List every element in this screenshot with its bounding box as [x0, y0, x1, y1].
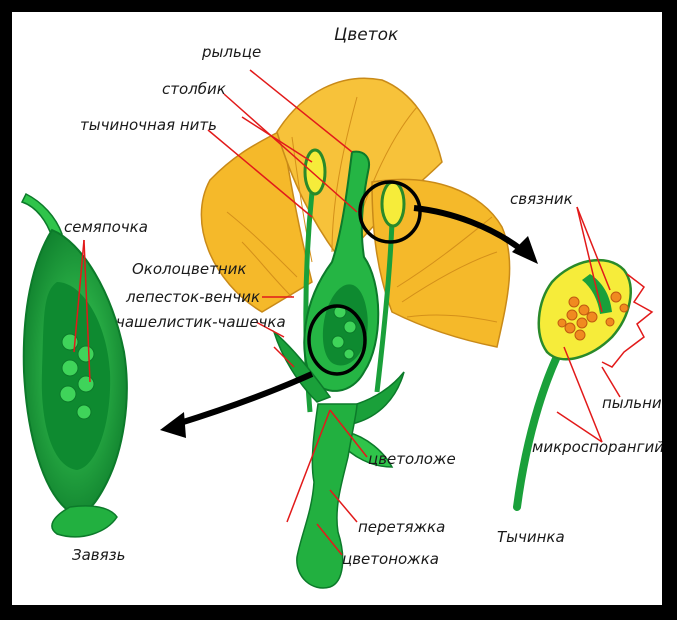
stamen-detail	[517, 260, 652, 507]
label-anther: пыльник	[602, 394, 662, 412]
label-microsporangium: микроспорангий	[532, 438, 662, 456]
label-flower: Цветок	[334, 25, 399, 45]
diagram-panel: Цветок рыльце столбик тычиночная нить се…	[12, 12, 662, 605]
label-ovary: Завязь	[72, 546, 126, 564]
label-sepal: чашелистик-чашечка	[116, 313, 286, 331]
label-filament: тычиночная нить	[80, 116, 217, 134]
stamen-detail-filament	[517, 337, 567, 507]
flower-diagram: Цветок рыльце столбик тычиночная нить се…	[12, 12, 662, 605]
ovary-detail-base	[52, 506, 117, 537]
label-perianth: Околоцветник	[132, 260, 246, 278]
arrow-to-ovary-head	[160, 412, 186, 438]
label-stigma: рыльце	[201, 43, 261, 61]
label-receptacle: цветоложе	[368, 450, 456, 468]
label-pedicel: цветоножка	[342, 550, 439, 568]
label-connective: связник	[510, 190, 573, 208]
arrow-to-stamen-head	[512, 236, 538, 264]
label-style: столбик	[162, 80, 226, 98]
anther-left	[305, 150, 325, 194]
ovary-detail	[22, 194, 127, 537]
anther-right	[382, 182, 404, 226]
label-stamen: Тычинка	[497, 528, 565, 546]
label-petal: лепесток-венчик	[125, 288, 260, 306]
label-ovule: семяпочка	[64, 218, 148, 236]
label-constriction: перетяжка	[358, 518, 445, 536]
arrow-to-ovary	[177, 374, 312, 424]
ovary-detail-stem	[22, 194, 62, 237]
